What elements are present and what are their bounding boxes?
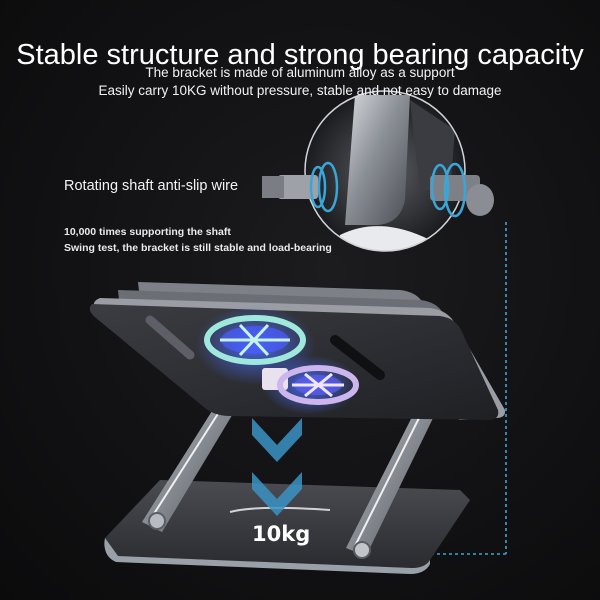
feature-title: Rotating shaft anti-slip wire xyxy=(64,178,239,194)
subtitle-line-1: The bracket is made of aluminum alloy as… xyxy=(145,65,455,80)
weight-capacity-label: 10kg xyxy=(252,522,311,546)
feature-description: 10,000 times supporting the shaft Swing … xyxy=(64,224,332,256)
subtitle: The bracket is made of aluminum alloy as… xyxy=(0,64,600,100)
double-chevron-down-icon xyxy=(252,418,302,516)
feature-description-line-2: Swing test, the bracket is still stable … xyxy=(64,242,332,254)
hinge-detail-magnifier xyxy=(262,90,494,252)
cooling-fan-bottom xyxy=(262,355,359,415)
subtitle-line-2: Easily carry 10KG without pressure, stab… xyxy=(98,83,502,98)
page-headline: Stable structure and strong bearing capa… xyxy=(16,39,584,72)
feature-description-line-1: 10,000 times supporting the shaft xyxy=(64,226,231,238)
